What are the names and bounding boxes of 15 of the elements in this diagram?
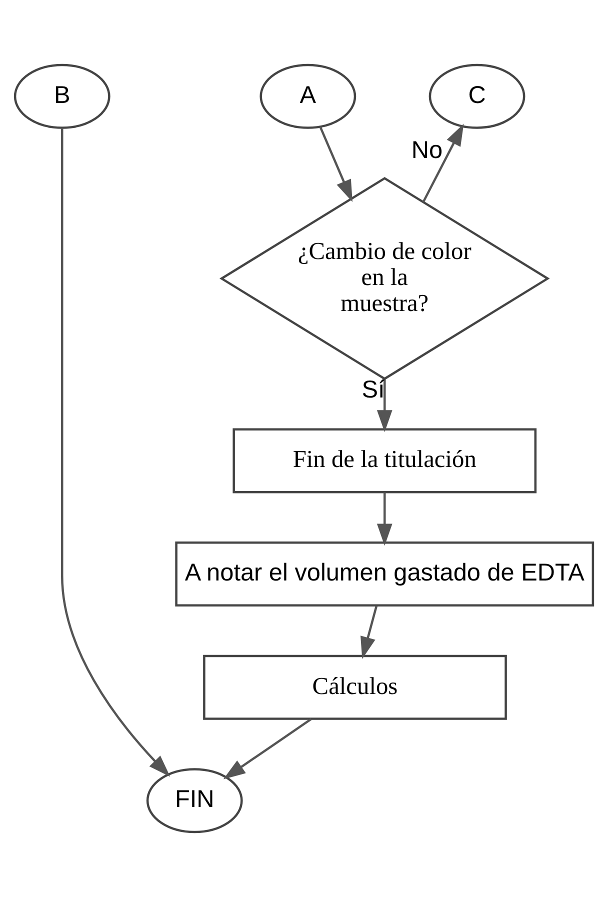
arrow xyxy=(360,605,378,659)
node-ellipse: A xyxy=(260,64,356,129)
arrow xyxy=(60,128,170,777)
arrow xyxy=(422,124,464,202)
node-box: A notar el volumen gastado de EDTA xyxy=(175,542,594,607)
arrow xyxy=(376,492,392,546)
node-ellipse: C xyxy=(428,64,526,129)
node-box: Cálculos xyxy=(203,654,507,720)
edge-label: No xyxy=(411,136,443,164)
node-box: Fin de la titulación xyxy=(232,428,537,494)
arrow xyxy=(376,379,392,432)
arrow xyxy=(319,126,352,202)
node-ellipse: B xyxy=(14,64,110,129)
node-ellipse: FIN xyxy=(146,768,243,834)
arrow xyxy=(223,718,312,780)
